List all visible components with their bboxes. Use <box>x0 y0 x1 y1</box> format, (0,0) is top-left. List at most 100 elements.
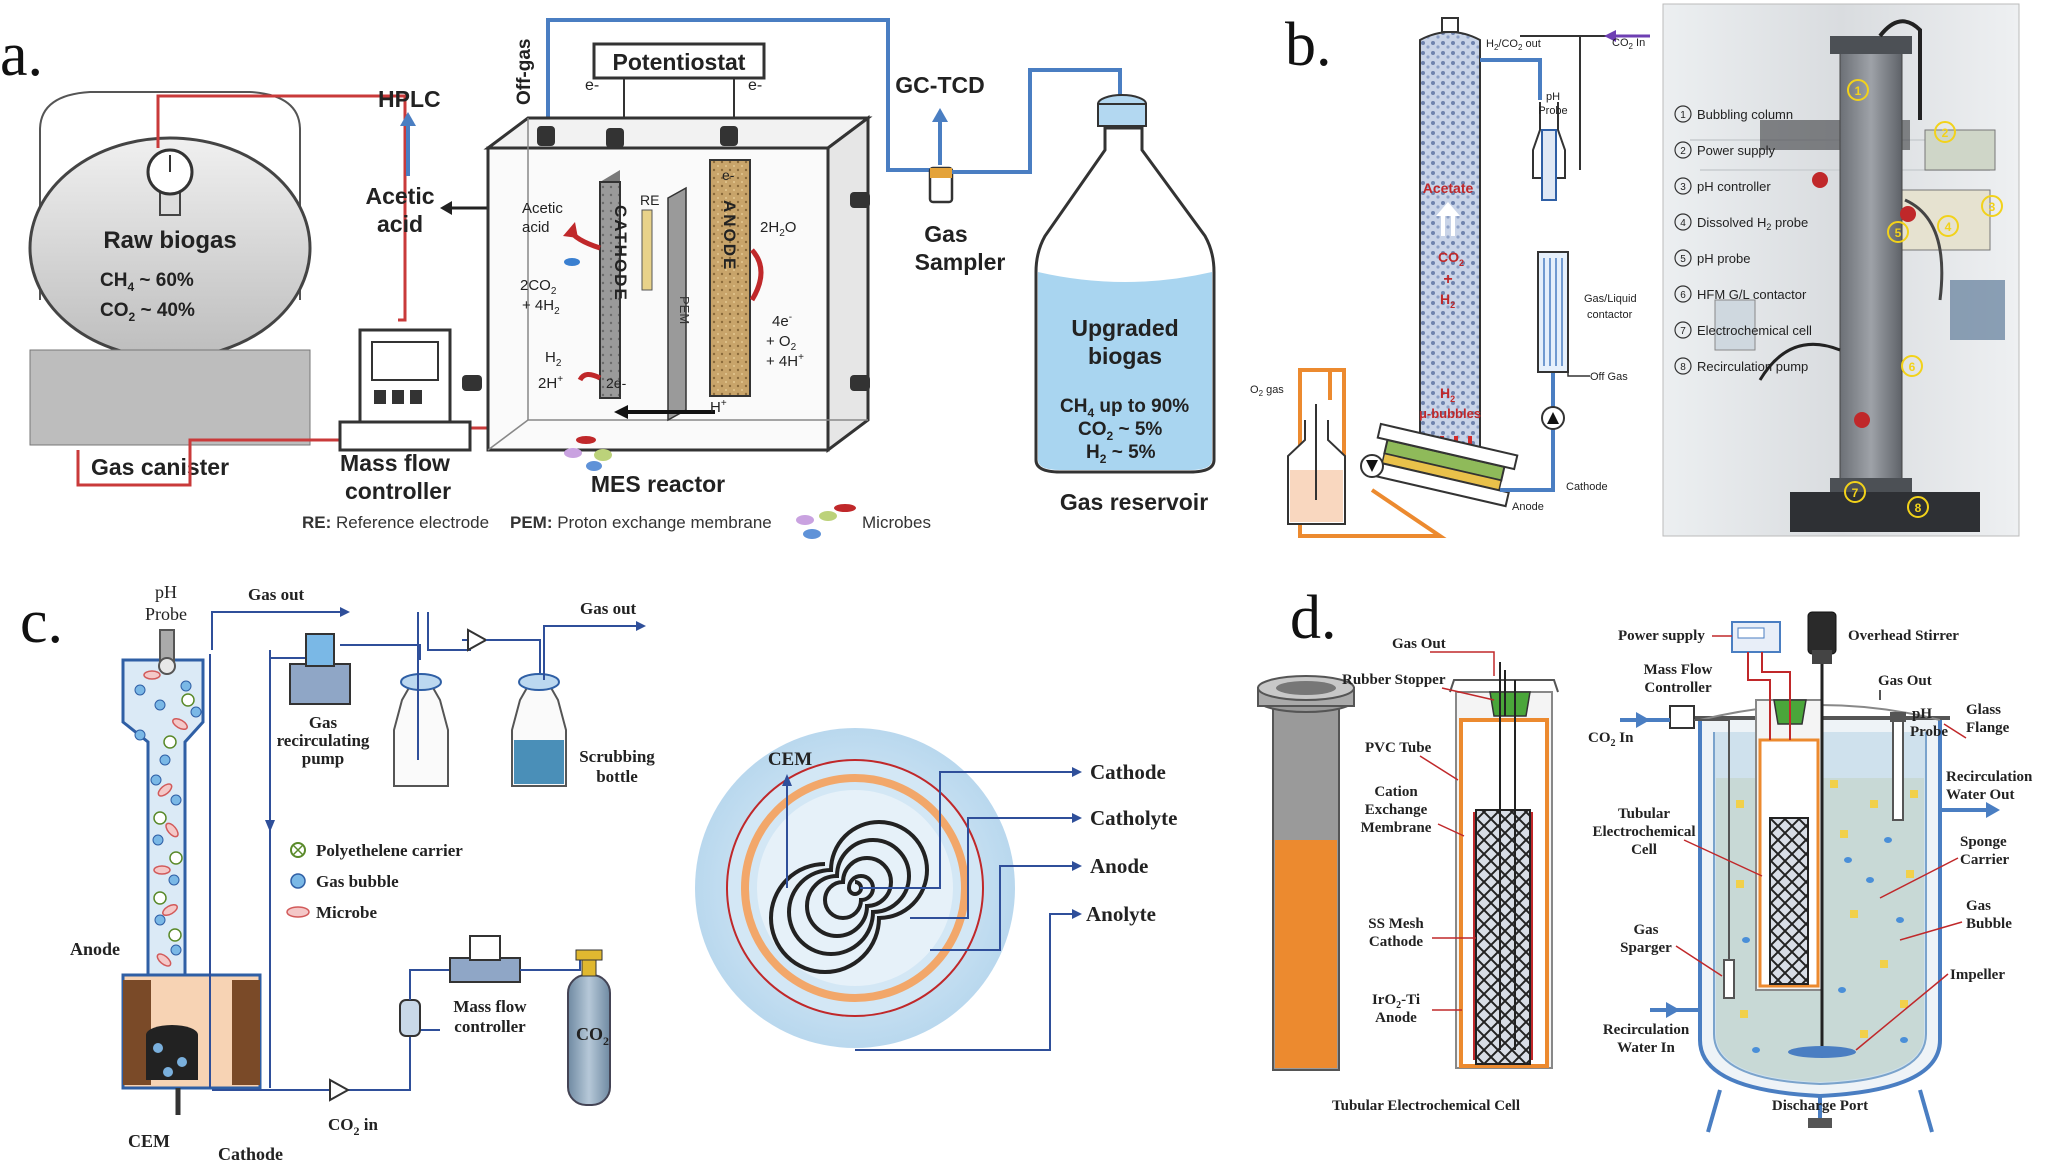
mfc-label-1: Mass flow <box>340 450 450 476</box>
acetate-label: Acetate <box>1423 180 1474 196</box>
mass-flow-controller: Mass flow controller <box>338 328 472 504</box>
mes-reactor-label: MES reactor <box>591 471 725 497</box>
svg-text:CO2: CO2 <box>1438 249 1464 268</box>
potentiostat-e-right: e- <box>748 77 762 94</box>
check-valve-top <box>467 628 489 652</box>
legend-bubble: Gas bubble <box>316 872 399 891</box>
svg-text:+ 4H+: + 4H+ <box>766 352 804 370</box>
d-jacketed-reactor <box>1620 611 2000 1133</box>
off-gas-label: Off-gas <box>514 39 535 106</box>
legend-pem: PEM: <box>510 513 553 532</box>
potentiostat-label: Potentiostat <box>613 49 746 75</box>
d-tubular-2: Electrochemical <box>1592 824 1695 840</box>
svg-text:H+: H+ <box>710 398 727 416</box>
anode-plate <box>709 159 751 397</box>
d-recirc-in-1: Recirculation <box>1603 1022 1690 1038</box>
h2co2-out-label: H <box>1486 38 1494 50</box>
acetic-acid-label-1: Acetic <box>365 183 434 209</box>
two-h2o: 2H <box>760 219 779 236</box>
acetic-acid-label-2: acid <box>377 211 423 237</box>
raw-gas-line <box>156 94 407 322</box>
potentiostat-e-left: e- <box>585 77 599 94</box>
cross-label-anode: Anode <box>1090 854 1148 878</box>
d-overhead-stirrer: Overhead Stirrer <box>1848 628 1959 644</box>
c-cross-section: CEM Cathode Catholyte Anode Anolyte <box>695 728 1178 1051</box>
cross-cem-label: CEM <box>768 749 812 770</box>
b-ph-label-2: Probe <box>1538 105 1567 117</box>
b-electrochemical-cell <box>1367 422 1519 508</box>
svg-text:3: 3 <box>1680 182 1686 193</box>
svg-text:8: 8 <box>1680 362 1686 373</box>
panel-d: d. Gas Out Rubber Stopper PVC Tube <box>1257 584 2033 1133</box>
legend-bubble-icon <box>290 873 306 889</box>
cathode-label: CATHODE <box>611 205 630 302</box>
legend-microbes: Microbes <box>862 513 931 532</box>
inner-acetic-1: Acetic <box>522 200 563 217</box>
b-anode-label: Anode <box>1512 501 1544 513</box>
d-cem-label-1: Cation <box>1374 784 1418 800</box>
d-pvc-tube-label: PVC Tube <box>1365 740 1432 756</box>
plus-o2: + O <box>766 333 791 350</box>
hplc-label: HPLC <box>378 86 441 112</box>
svg-text:CO2 ~ 5%: CO2 ~ 5% <box>1078 419 1162 443</box>
svg-text:Dissolved H2 probe: Dissolved H2 probe <box>1697 215 1808 232</box>
d-power-supply: Power supply <box>1618 628 1705 644</box>
off-gas-b-label: Off Gas <box>1590 371 1628 383</box>
photo-marker-7: 7 <box>1852 486 1859 500</box>
gas-liquid-label-2: contactor <box>1587 309 1633 321</box>
c-cathode-label: Cathode <box>218 1144 283 1164</box>
recirc-pump-label-2: recirculating <box>277 731 370 750</box>
column-co2: CO <box>1438 249 1459 265</box>
d-gas-out-right: Gas Out <box>1878 673 1932 689</box>
photo-marker-3: 3 <box>1989 200 1996 214</box>
gas-reservoir-label: Gas reservoir <box>1060 489 1208 515</box>
d-recirc-out-2: Water Out <box>1946 787 2014 803</box>
svg-text:2CO2: 2CO2 <box>520 277 557 297</box>
d-iro2-1: IrO <box>1372 992 1396 1008</box>
c-mfc-label-1: Mass flow <box>453 997 527 1016</box>
panel-c: c. <box>20 582 1178 1164</box>
sampler-to-reservoir-line <box>952 68 1122 174</box>
legend-row-3: 3 pH controller <box>1674 177 1771 195</box>
svg-text:O2 gas: O2 gas <box>1250 384 1284 398</box>
four-e: 4e <box>772 313 789 330</box>
svg-text:Acetate: Acetate <box>1423 180 1474 196</box>
photo-marker-1: 1 <box>1855 84 1862 98</box>
column-contents <box>134 670 202 967</box>
svg-text:CH4 up to 90%: CH4 up to 90% <box>1060 396 1189 420</box>
anode-label: ANODE <box>720 200 739 271</box>
svg-text:H2: H2 <box>1440 291 1455 310</box>
photo-marker-8: 8 <box>1915 501 1922 515</box>
svg-text:PEM: Proton exchange membrane: PEM: Proton exchange membrane <box>510 513 772 532</box>
c-co2-in: CO <box>328 1115 354 1134</box>
d-gas-bubble-1: Gas <box>1966 898 1991 914</box>
spiral-cathode <box>769 820 929 974</box>
svg-text:7: 7 <box>1680 326 1686 337</box>
svg-text:2H2O: 2H2O <box>760 219 796 239</box>
upgraded-h2: H <box>1086 442 1100 463</box>
gas-sampler-label-2: Sampler <box>915 249 1006 275</box>
re-label: RE <box>640 192 659 208</box>
svg-text:pH controller: pH controller <box>1697 179 1771 194</box>
gas-liquid-contactor <box>1537 251 1569 373</box>
o2-gas-label: O <box>1250 384 1259 396</box>
column-plus: + <box>1443 271 1452 288</box>
svg-text:Electrochemical cell: Electrochemical cell <box>1697 323 1812 338</box>
svg-text:IrO2-Ti: IrO2-Ti <box>1372 992 1420 1011</box>
d-sponge-2: Carrier <box>1960 852 2009 868</box>
check-valve-bottom <box>329 1078 351 1102</box>
panel-b-letter: b. <box>1285 11 1332 79</box>
svg-text:H2/CO2 out: H2/CO2 out <box>1486 38 1541 52</box>
raw-ch4: CH <box>100 270 127 291</box>
mes-reactor: CATHODE RE PEM e- ANODE Acetic acid 2CO2… <box>462 115 873 497</box>
two-e-label: 2e- <box>606 375 627 391</box>
column-h2: H <box>1440 291 1450 307</box>
co2-cylinder-label: CO <box>576 1024 603 1044</box>
